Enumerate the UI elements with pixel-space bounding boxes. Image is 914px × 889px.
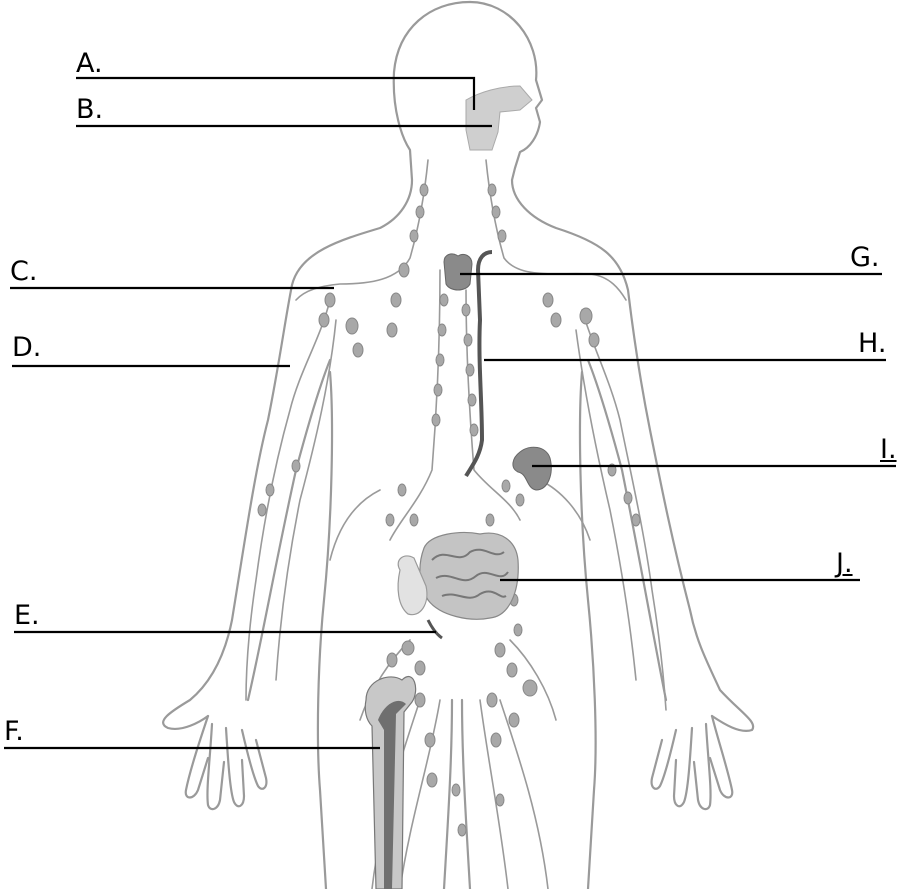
label-f: F. xyxy=(4,718,24,745)
label-d: D. xyxy=(12,334,41,361)
label-c: C. xyxy=(10,258,37,285)
label-j: J. xyxy=(836,550,853,577)
label-a: A. xyxy=(76,50,103,77)
femur-bone-marrow xyxy=(365,677,415,889)
thymus xyxy=(444,254,472,290)
leader-lines xyxy=(4,78,896,748)
body-outline xyxy=(163,2,753,889)
label-e: E. xyxy=(14,602,40,629)
label-i: I. xyxy=(880,436,897,463)
label-h: H. xyxy=(858,330,886,357)
leader-line-a xyxy=(76,78,474,110)
intestines xyxy=(398,533,518,620)
spleen xyxy=(513,447,551,490)
tonsil-adenoid-region xyxy=(466,86,532,150)
label-g: G. xyxy=(850,244,880,271)
appendix xyxy=(428,620,442,638)
label-b: B. xyxy=(76,96,103,123)
